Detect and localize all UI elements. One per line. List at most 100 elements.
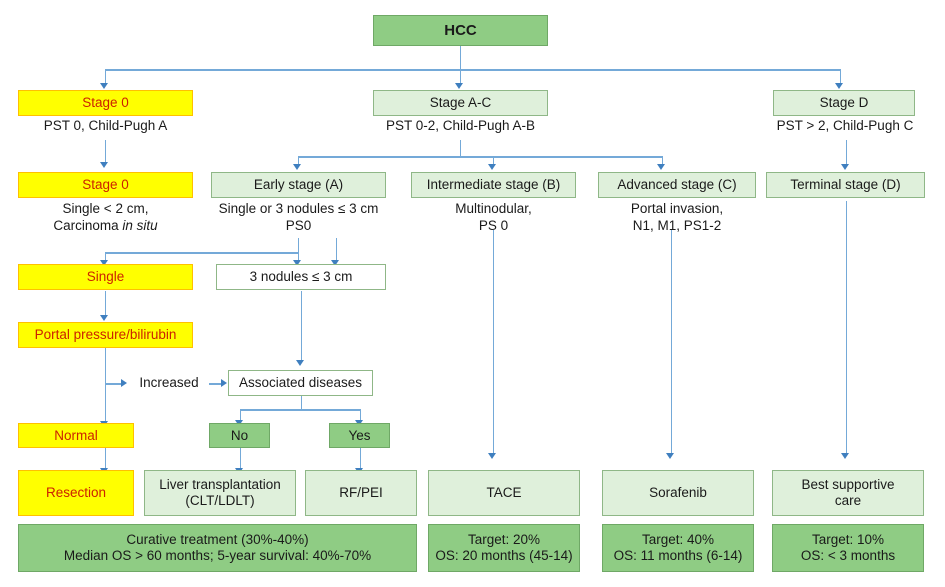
outcome-tace[interactable]: Target: 20% OS: 20 months (45-14) [428, 524, 580, 572]
connector-stage0-to-stage0mid [104, 140, 107, 163]
caption-stage-0-top-text: PST 0, Child-Pugh A [43, 118, 168, 133]
connector-nodules-to-assoc [300, 291, 303, 361]
node-normal-label: Normal [54, 427, 98, 443]
node-sorafenib-label: Sorafenib [649, 485, 707, 501]
outcome-curative-line1: Curative treatment (30%-40%) [126, 532, 309, 548]
connector-yes-to-rfpei [359, 448, 362, 469]
caption-stage-0-mid: Single < 2 cm, Carcinoma in situ [13, 201, 198, 235]
connector-portal-to-normal [104, 348, 107, 422]
node-liver-transplantation[interactable]: Liver transplantation (CLT/LDLT) [144, 470, 296, 516]
caption-stage-0-top: PST 0, Child-Pugh A [13, 118, 198, 135]
node-bsc-line1: Best supportive [801, 477, 895, 493]
connector-single-stem [104, 252, 107, 261]
arrow-to-stageac [455, 83, 463, 89]
node-yes[interactable]: Yes [329, 423, 390, 448]
caption-early-stage: Single or 3 nodules ≤ 3 cm PS0 [201, 201, 396, 235]
node-stage-0-mid[interactable]: Stage 0 [18, 172, 193, 198]
node-advanced-stage[interactable]: Advanced stage (C) [598, 172, 756, 198]
connector-elbow-to-nodules [297, 252, 300, 261]
node-stage-d-label: Stage D [819, 95, 869, 111]
connector-hcc-stem [459, 46, 462, 70]
connector-assoc-bus [240, 409, 361, 411]
node-increased: Increased [130, 372, 208, 394]
node-portal-pressure[interactable]: Portal pressure/bilirubin [18, 322, 193, 348]
node-liver-transplantation-lines: Liver transplantation (CLT/LDLT) [159, 477, 281, 508]
node-three-nodules-label: 3 nodules ≤ 3 cm [249, 269, 353, 285]
arrow-to-portal-pressure [100, 315, 108, 321]
connector-early-to-nodules [335, 238, 338, 261]
outcome-sorafenib[interactable]: Target: 40% OS: 11 months (6-14) [602, 524, 754, 572]
node-terminal-stage[interactable]: Terminal stage (D) [766, 172, 925, 198]
connector-advanced-to-sorafenib [670, 230, 673, 454]
outcome-curative-treatment[interactable]: Curative treatment (30%-40%) Median OS >… [18, 524, 417, 572]
arrow-to-early-stage [293, 164, 301, 170]
node-rf-pei[interactable]: RF/PEI [305, 470, 417, 516]
arrow-to-associated-diseases [221, 379, 227, 387]
outcome-bsc-line2: OS: < 3 months [800, 548, 896, 563]
node-associated-diseases-label: Associated diseases [238, 375, 363, 391]
node-best-supportive-care-lines: Best supportive care [801, 477, 894, 508]
node-stage-0-top[interactable]: Stage 0 [18, 90, 193, 116]
node-tace[interactable]: TACE [428, 470, 580, 516]
node-hcc[interactable]: HCC [373, 15, 548, 46]
node-bsc-line2: care [834, 493, 862, 508]
caption-early-stage-line2: PS0 [285, 217, 312, 233]
caption-stage-d: PST > 2, Child-Pugh C [755, 118, 935, 135]
arrow-to-increased [121, 379, 127, 387]
node-hcc-label: HCC [444, 21, 477, 39]
outcome-sorafenib-line1: Target: 40% [641, 532, 715, 548]
node-terminal-stage-label: Terminal stage (D) [790, 177, 901, 193]
node-normal[interactable]: Normal [18, 423, 134, 448]
node-portal-pressure-label: Portal pressure/bilirubin [34, 327, 177, 343]
node-liver-transplantation-line2: (CLT/LDLT) [185, 493, 255, 508]
outcome-tace-line2: OS: 20 months (45-14) [435, 548, 573, 563]
outcome-tace-lines: Target: 20% OS: 20 months (45-14) [435, 532, 572, 563]
node-sorafenib[interactable]: Sorafenib [602, 470, 754, 516]
outcome-curative-line2: Median OS > 60 months; 5-year survival: … [63, 548, 372, 563]
node-stage-ac[interactable]: Stage A-C [373, 90, 548, 116]
node-no-label: No [230, 427, 249, 443]
outcome-best-supportive-care[interactable]: Target: 10% OS: < 3 months [772, 524, 924, 572]
node-best-supportive-care[interactable]: Best supportive care [772, 470, 924, 516]
connector-assoc-to-yes [359, 409, 362, 421]
caption-advanced-line2: N1, M1, PS1-2 [632, 217, 722, 233]
outcome-tace-line1: Target: 20% [467, 532, 541, 548]
caption-stage-0-mid-line2: Carcinoma in situ [13, 218, 198, 235]
connector-terminal-to-bsc [845, 201, 848, 454]
arrow-to-stage0mid [100, 162, 108, 168]
node-intermediate-stage-label: Intermediate stage (B) [426, 177, 561, 193]
connector-bus-to-intermediate [492, 156, 495, 165]
node-resection[interactable]: Resection [18, 470, 134, 516]
node-stage-0-top-label: Stage 0 [82, 95, 129, 111]
node-increased-label: Increased [139, 375, 199, 391]
node-single[interactable]: Single [18, 264, 193, 290]
caption-advanced-line1: Portal invasion, [630, 201, 724, 216]
connector-assoc-to-no [239, 409, 242, 421]
arrow-to-terminal-stage [841, 164, 849, 170]
node-advanced-stage-label: Advanced stage (C) [617, 177, 737, 193]
node-three-nodules[interactable]: 3 nodules ≤ 3 cm [216, 264, 386, 290]
connector-bus-to-early [297, 156, 300, 165]
caption-stage-ac-text: PST 0-2, Child-Pugh A-B [385, 118, 536, 133]
connector-intermediate-to-tace [492, 230, 495, 454]
node-single-label: Single [86, 269, 125, 285]
node-intermediate-stage[interactable]: Intermediate stage (B) [411, 172, 576, 198]
caption-stage-ac: PST 0-2, Child-Pugh A-B [363, 118, 558, 135]
node-early-stage[interactable]: Early stage (A) [211, 172, 386, 198]
connector-increased-to-assoc [209, 383, 222, 385]
node-tace-label: TACE [486, 485, 522, 501]
node-associated-diseases[interactable]: Associated diseases [228, 370, 373, 396]
connector-normal-to-resection [104, 448, 107, 469]
node-no[interactable]: No [209, 423, 270, 448]
node-early-stage-label: Early stage (A) [253, 177, 344, 193]
node-stage-d[interactable]: Stage D [773, 90, 915, 116]
arrow-to-single [100, 260, 108, 266]
connector-assoc-stem [300, 396, 303, 410]
connector-single-to-portal [104, 291, 107, 316]
arrow-to-tace [488, 453, 496, 459]
node-resection-label: Resection [45, 485, 107, 501]
caption-intermediate-stage: Multinodular, PS 0 [411, 201, 576, 235]
caption-stage-0-mid-line1: Single < 2 cm, [62, 201, 149, 216]
connector-no-to-transplant [239, 448, 242, 469]
node-liver-transplantation-line1: Liver transplantation [159, 477, 281, 493]
